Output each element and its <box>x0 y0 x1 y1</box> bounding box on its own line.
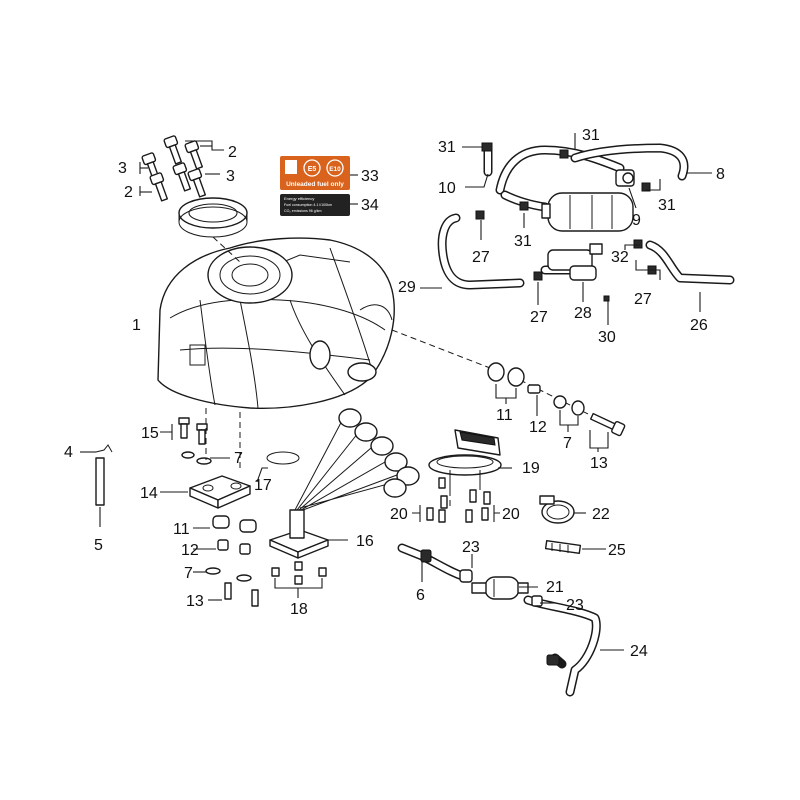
rollover-valve <box>615 169 635 187</box>
callout-31: 31 <box>514 233 532 250</box>
mesh-filter <box>544 539 582 555</box>
callout-8: 8 <box>716 166 725 183</box>
inline-fuel-filter <box>471 576 529 600</box>
callout-27: 27 <box>634 291 652 308</box>
e10-badge: E10 <box>329 166 341 173</box>
nuts-18 <box>271 561 327 585</box>
callout-20: 20 <box>390 506 408 523</box>
callout-2: 2 <box>228 144 237 161</box>
emission-label-row2: CO₂ emissions 96 g/km <box>284 209 322 213</box>
washers-7-left <box>181 451 252 582</box>
purge-valve <box>547 243 603 281</box>
callout-33: 33 <box>361 168 379 185</box>
tube-5 <box>95 444 113 506</box>
callout-11: 11 <box>173 521 190 538</box>
callout-27: 27 <box>472 249 490 266</box>
callout-32: 32 <box>611 249 629 266</box>
callout-14: 14 <box>140 485 158 502</box>
callout-31: 31 <box>438 139 456 156</box>
bolts-15 <box>178 417 208 445</box>
callout-19: 19 <box>522 460 540 477</box>
fuel-line-24 <box>523 595 601 697</box>
callout-23: 23 <box>462 539 480 556</box>
callout-28: 28 <box>574 305 592 322</box>
callout-2: 2 <box>124 184 133 201</box>
callout-25: 25 <box>608 542 626 559</box>
fuel-pump-assembly <box>428 429 502 510</box>
emission-label-row1: Fuel consumption 4.1 l/100km <box>284 203 332 207</box>
callout-9: 9 <box>632 212 641 229</box>
callout-21: 21 <box>546 579 564 596</box>
callout-7: 7 <box>184 565 193 582</box>
callout-4: 4 <box>64 444 73 461</box>
callout-11: 11 <box>496 407 513 424</box>
fuel-level-sender <box>269 408 420 559</box>
filler-cap-ring <box>178 197 248 263</box>
callout-30: 30 <box>598 329 616 346</box>
rubber-mounts-left <box>212 515 257 555</box>
callout-29: 29 <box>398 279 416 296</box>
callout-31: 31 <box>582 127 600 144</box>
callout-5: 5 <box>94 537 103 554</box>
callout-15: 15 <box>141 425 159 442</box>
bolts-13-left <box>224 582 259 607</box>
callout-13: 13 <box>186 593 204 610</box>
callout-24: 24 <box>630 643 648 660</box>
callout-16: 16 <box>356 533 374 550</box>
e5-badge: E5 <box>308 166 317 173</box>
callout-31: 31 <box>658 197 676 214</box>
emission-label: Energy efficiency Fuel consumption 4.1 l… <box>280 194 350 216</box>
callout-13: 13 <box>590 455 608 472</box>
callout-18: 18 <box>290 601 308 618</box>
rubber-mounts-right <box>487 362 626 437</box>
callout-34: 34 <box>361 197 379 214</box>
fuel-type-label: E5 E10 Unleaded fuel only <box>280 156 350 190</box>
callout-3: 3 <box>226 168 235 185</box>
callout-3: 3 <box>118 160 127 177</box>
callout-12: 12 <box>529 419 547 436</box>
fuel-label-text: Unleaded fuel only <box>286 181 344 188</box>
fuel-line-6 <box>397 543 473 583</box>
callout-12: 12 <box>181 542 199 559</box>
callout-6: 6 <box>416 587 425 604</box>
emission-label-header: Energy efficiency <box>284 196 314 201</box>
callout-1: 1 <box>132 317 141 334</box>
hose-clips <box>475 142 657 302</box>
vent-hoses <box>437 143 735 290</box>
charcoal-canister <box>541 192 634 232</box>
callout-7: 7 <box>563 435 572 452</box>
callout-10: 10 <box>438 180 456 197</box>
hose-clamp <box>539 495 575 524</box>
pump-bolts <box>426 477 491 523</box>
callout-20: 20 <box>502 506 520 523</box>
callout-27: 27 <box>530 309 548 326</box>
callout-numbers: 2 3 3 2 33 34 1 31 31 8 10 31 9 31 27 32… <box>64 127 725 660</box>
callout-26: 26 <box>690 317 708 334</box>
callout-23: 23 <box>566 597 584 614</box>
filler-bolts <box>141 135 207 202</box>
callout-22: 22 <box>592 506 610 523</box>
fuel-tank <box>157 237 395 409</box>
callout-7: 7 <box>234 450 243 467</box>
bracket-14 <box>189 475 251 509</box>
callout-17: 17 <box>254 477 272 494</box>
